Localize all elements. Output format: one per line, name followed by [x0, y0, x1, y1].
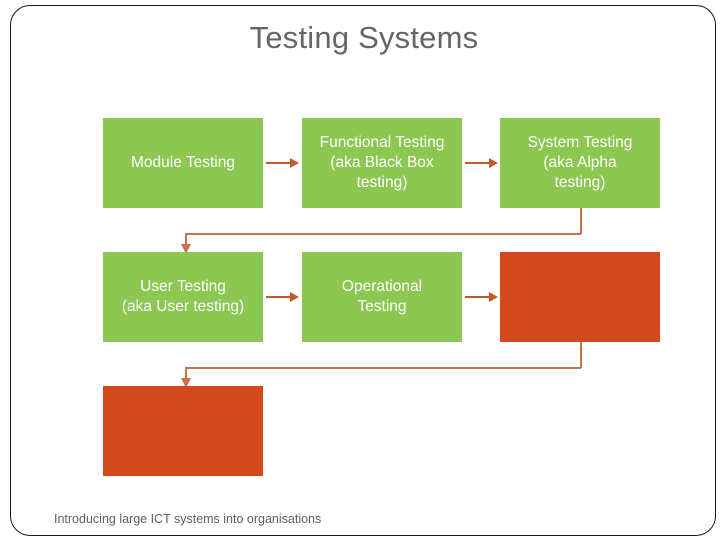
node-user-testing[interactable]: User Testing (aka User testing) [103, 252, 263, 342]
arrow-head-icon [489, 291, 498, 302]
arrow-head-icon [489, 157, 498, 168]
elbow-segment-vertical-right [580, 208, 582, 234]
node-user-testing-label-line2: (aka User testing) [121, 298, 245, 315]
node-system-testing-label-line2: (aka Alpha [543, 154, 617, 172]
arrow-shaft [266, 296, 291, 298]
connector-orange1-to-orange2 [178, 342, 583, 390]
elbow-segment-horizontal [185, 233, 581, 235]
node-functional-testing-label-line2: (aka Black Box [330, 154, 434, 172]
arrow-shaft [266, 162, 291, 164]
arrow-shaft [465, 296, 490, 298]
slide-footer-text: Introducing large ICT systems into organ… [54, 512, 322, 526]
node-module-testing[interactable]: Module Testing [103, 118, 263, 208]
connector-module-to-functional [266, 157, 299, 169]
node-functional-testing[interactable]: Functional Testing (aka Black Box testin… [302, 118, 462, 208]
node-module-testing-label: Module Testing [131, 154, 235, 172]
node-system-testing[interactable]: System Testing (aka Alpha testing) [500, 118, 660, 208]
page-title: Testing Systems [249, 20, 479, 55]
node-system-testing-label-line1: System Testing [527, 134, 633, 152]
node-functional-testing-label-line3: testing) [356, 173, 408, 191]
connector-user-to-operational [266, 291, 299, 303]
node-blank-orange-1[interactable] [500, 252, 660, 342]
connector-operational-to-orange1 [465, 291, 498, 303]
connector-functional-to-system [465, 157, 498, 169]
connector-system-to-user [178, 208, 583, 256]
node-user-testing-label-line1: User Testing [140, 278, 226, 296]
arrow-head-icon [180, 244, 191, 254]
arrow-head-icon [290, 291, 299, 302]
elbow-segment-vertical-right [580, 342, 582, 368]
arrow-shaft [465, 162, 490, 164]
elbow-segment-vertical-left [185, 233, 187, 246]
elbow-segment-vertical-left [185, 367, 187, 380]
node-system-testing-label-line3: testing) [554, 173, 606, 191]
node-blank-orange-2[interactable] [103, 386, 263, 476]
arrow-head-icon [180, 378, 191, 388]
node-operational-testing-label-line1: Operational [341, 278, 423, 296]
node-functional-testing-label-line1: Functional Testing [319, 134, 445, 152]
elbow-segment-horizontal [185, 367, 581, 369]
arrow-head-icon [290, 157, 299, 168]
node-operational-testing[interactable]: Operational Testing [302, 252, 462, 342]
node-operational-testing-label-line2: Testing [357, 298, 407, 315]
